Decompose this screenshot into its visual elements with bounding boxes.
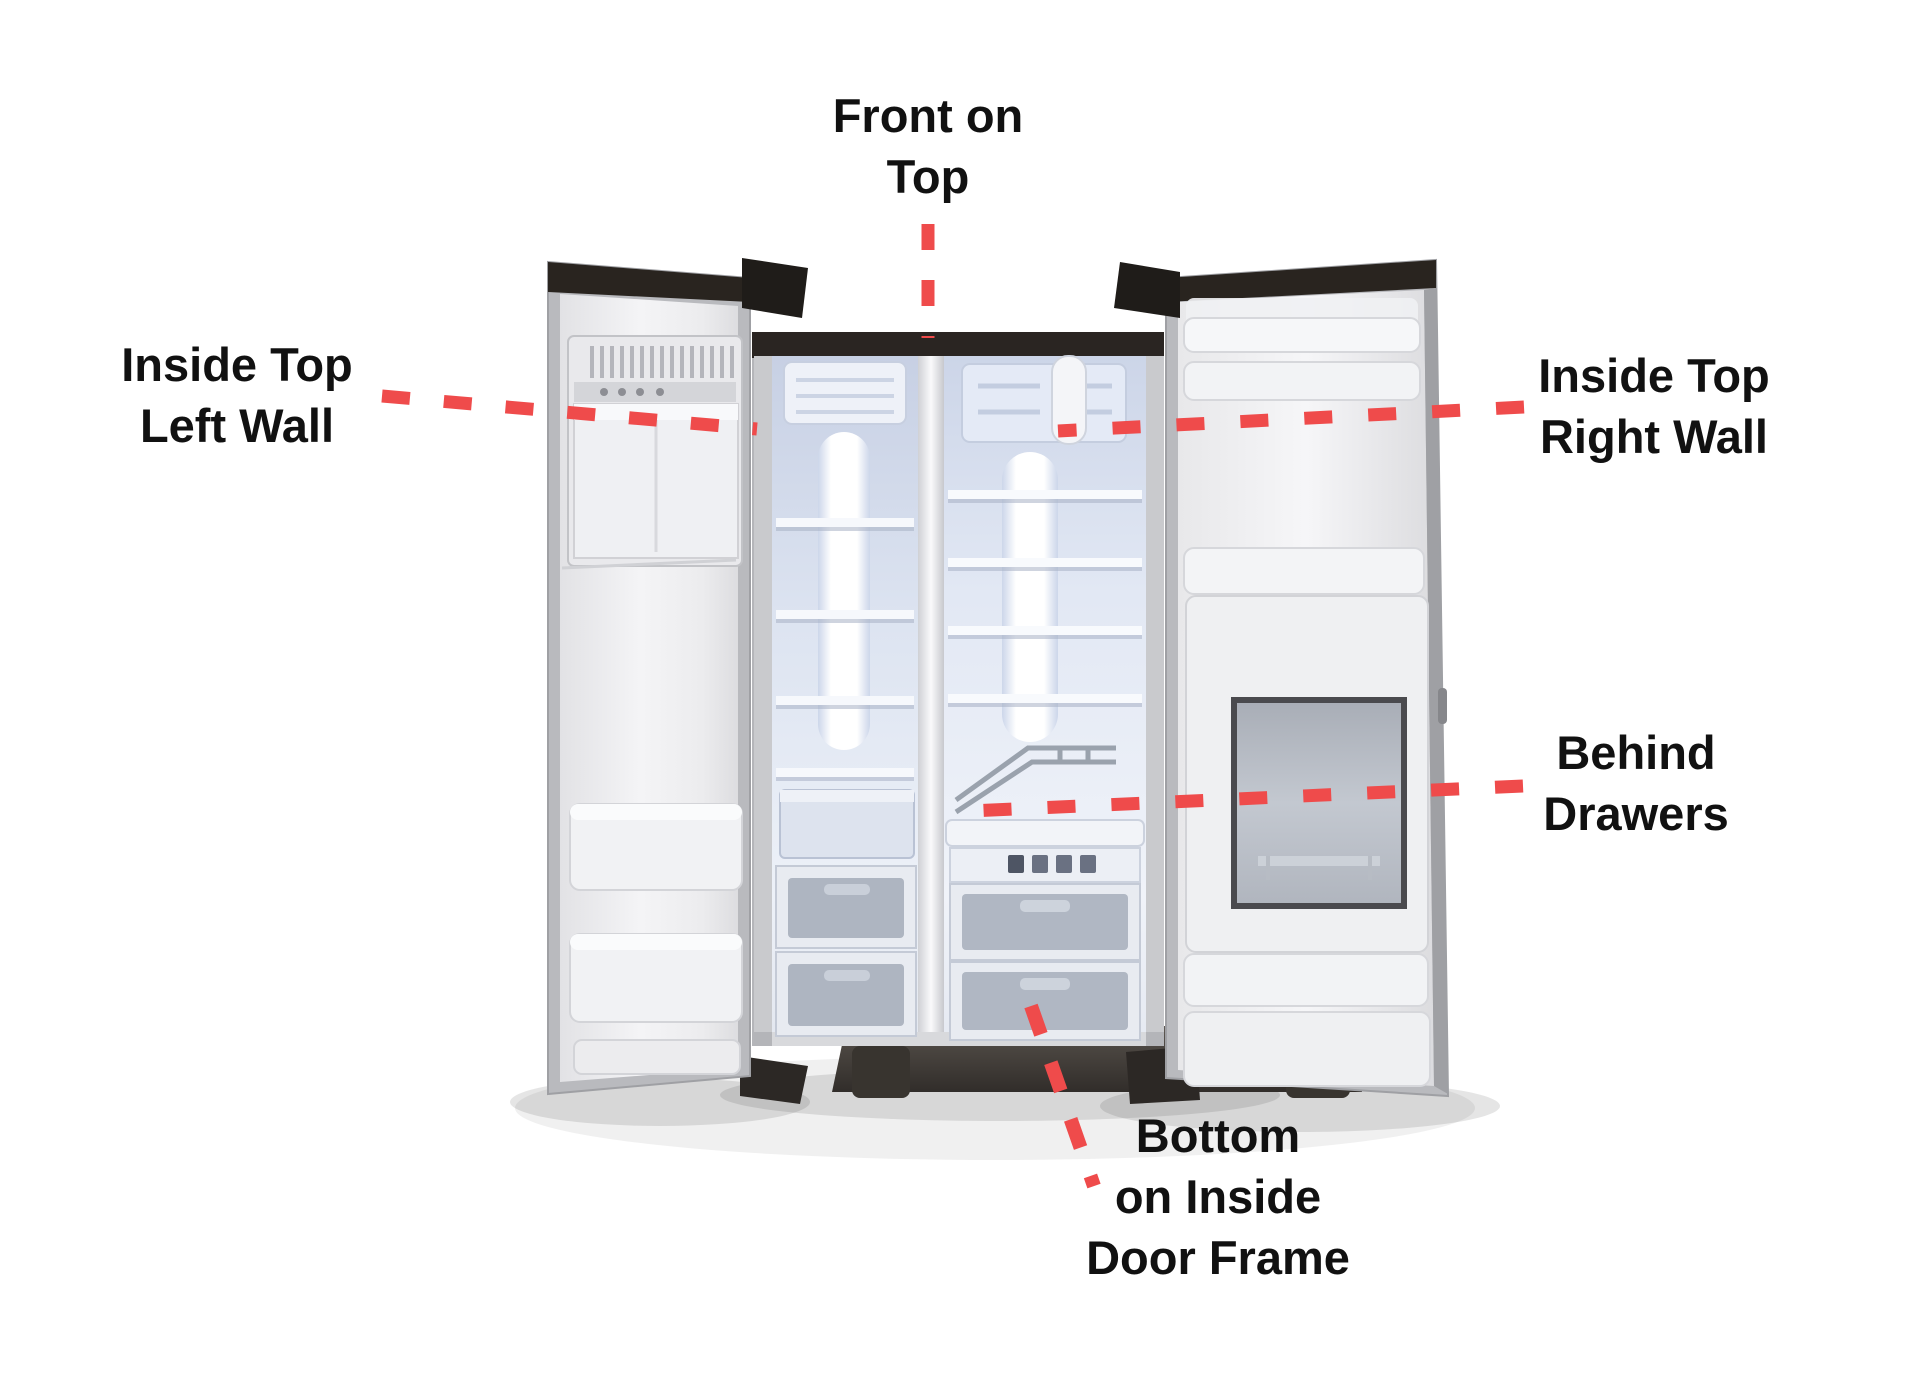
right-door [1165, 258, 1450, 1098]
label-line: Front on [832, 89, 1024, 142]
label-line: Top [886, 150, 970, 203]
left-top-hinge-cover [742, 258, 808, 318]
label-inside-top-left-wall: Inside Top Left Wall [121, 334, 353, 456]
left-door-bin-2 [569, 933, 743, 1023]
control-unit [945, 819, 1145, 883]
freezer-drawer-1 [775, 865, 917, 949]
fridge-drawer-2 [949, 961, 1141, 1041]
fridge-drawer-1 [949, 883, 1141, 961]
callout-line-behind-drawers [969, 779, 1524, 818]
dispenser-housing [1185, 595, 1429, 953]
right-door-edge [1424, 288, 1448, 1094]
label-line: Right Wall [1539, 410, 1769, 463]
right-door-latch [1438, 688, 1447, 724]
right-door-top-cap [1166, 260, 1436, 302]
label-inside-top-right-wall: Inside Top Right Wall [1538, 345, 1770, 467]
dispenser-tray [1258, 856, 1380, 866]
label-line: on Inside [1114, 1170, 1322, 1223]
freezer-lamp-column [818, 432, 870, 750]
water-filter [1051, 355, 1087, 445]
label-line: Bottom [1135, 1109, 1301, 1162]
freezer-shelves [776, 518, 914, 781]
cabinet-top-edge [752, 332, 1164, 358]
wire-dispenser-rack [954, 745, 1116, 815]
label-line: Inside Top [1538, 349, 1770, 402]
left-door-top-cap [548, 262, 750, 302]
left-door-bottom-tray [573, 1039, 741, 1075]
label-line: Drawers [1543, 787, 1729, 840]
left-door-bottom-hinge [740, 1056, 808, 1104]
callout-lines [381, 224, 1525, 1189]
left-door-bin-1 [569, 803, 743, 891]
freezer-ceiling-module [783, 361, 907, 425]
callout-line-inside-top-right [1057, 400, 1525, 438]
label-behind-drawers: Behind Drawers [1543, 722, 1729, 844]
control-panel [949, 847, 1141, 883]
freezer-basket [779, 789, 915, 859]
callout-line-inside-top-left [381, 389, 758, 436]
fridge-shelves [948, 490, 1142, 707]
label-line: Inside Top [121, 338, 353, 391]
fridge-compartment [944, 355, 1146, 1041]
label-line: Door Frame [1086, 1231, 1350, 1284]
cabinet [752, 332, 1164, 1046]
label-front-on-top: Front on Top [833, 85, 1024, 207]
right-door-bin-top [1183, 298, 1421, 401]
freezer-drawer-2 [775, 951, 917, 1037]
ice-maker-grille [590, 346, 734, 378]
label-line: Behind [1556, 726, 1716, 779]
right-top-hinge-cover [1114, 262, 1180, 318]
center-mullion [918, 356, 944, 1032]
right-door-bin-bottom [1183, 1011, 1431, 1087]
right-door-bin-3 [1183, 953, 1429, 1007]
fridge-vent-panel [961, 363, 1127, 443]
left-door [547, 260, 751, 1096]
label-bottom-inside-door-frame: Bottom on Inside Door Frame [1086, 1105, 1350, 1288]
ice-maker [567, 335, 743, 567]
label-line: Left Wall [139, 399, 335, 452]
freezer-compartment [772, 356, 918, 1037]
right-door-shelf [1183, 547, 1425, 595]
fridge-lamp-column [1002, 452, 1058, 742]
